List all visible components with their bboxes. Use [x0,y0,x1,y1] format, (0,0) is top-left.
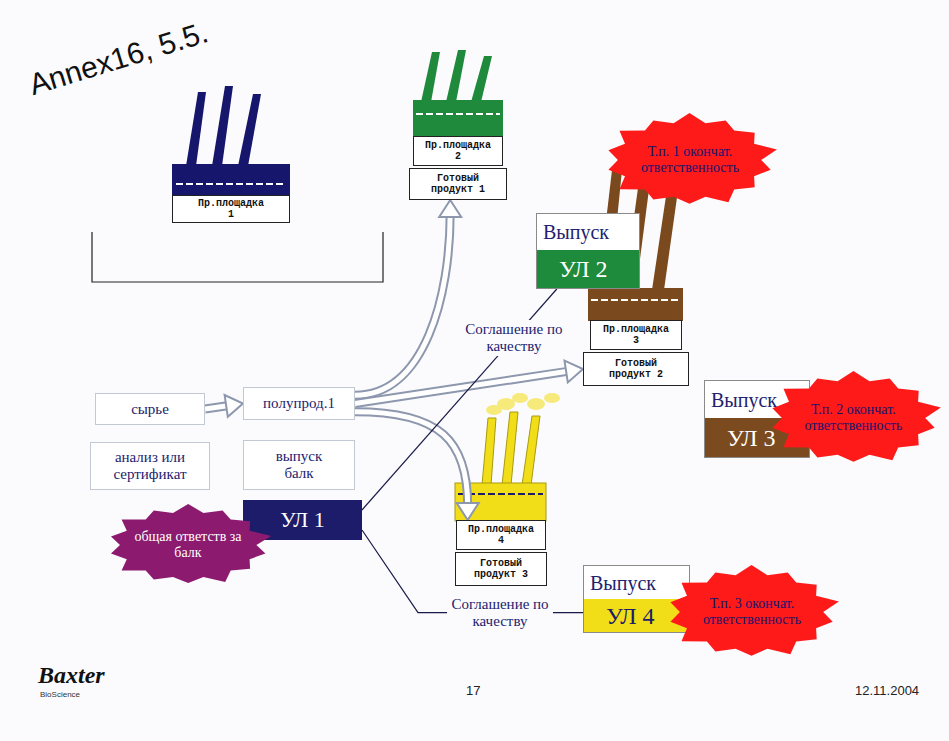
release-header: Выпуск [584,566,689,599]
connector [355,361,583,404]
arrowhead [225,395,243,417]
smoke [527,398,545,410]
starburst-outline [772,371,940,462]
date-text: 12.11.2004 [855,683,919,698]
chimney [238,94,261,166]
node-text: Готовый продукт 1 [418,173,498,195]
node-text: Выпуск [711,389,777,411]
process-box: сырье [95,393,205,425]
node-text: Пр.площадка 2 [423,140,493,162]
node-text: УЛ 3 [727,425,776,451]
node-text: Пр.площадка 1 [196,198,266,220]
logo-text: Baxter [38,662,105,688]
edge-label: Соглашение по качеству [461,320,567,356]
node-text: Т.п. 1 окончат. ответственность [631,144,749,176]
node-text: анализ или сертификат [91,449,209,483]
node-text: Т.п. 2 окончат. ответственность [794,402,912,434]
chimney [482,418,496,485]
site-box: Пр.площадка 2 [413,136,503,166]
chimney [186,92,206,166]
arrowhead [457,503,479,520]
starburst: Т.п. 1 окончат. ответственность [599,112,780,208]
node-text: Готовый продукт 3 [461,558,541,580]
smoke [544,393,560,403]
process-box: анализ или сертификат [90,442,210,490]
node-text: выпуск балк [269,448,329,482]
process-box: полупрод.1 [243,387,355,420]
starburst-outline [609,113,777,204]
arrow-body [355,371,569,403]
node-text: УЛ 4 [606,603,655,629]
node-text: Выпуск [590,572,656,594]
arrow-outline [355,214,450,395]
node-text: УЛ 1 [280,508,325,532]
site-box: Пр.площадка 4 [456,520,546,550]
node-text: Выпуск [543,221,609,243]
arrow-body [355,412,468,506]
chimney [421,52,440,102]
factory-2 [413,50,503,137]
dashed-line [416,113,500,115]
arrowhead [439,200,461,217]
smoke [497,398,515,410]
smoke [512,393,528,403]
slide-title: Annex16, 5.5. [25,15,212,102]
product-box: Готовый продукт 2 [583,352,689,386]
dashed-line [591,299,680,301]
starburst: Т.п. 3 окончат. ответственность [661,564,842,660]
node-text: Пр.площадка 3 [601,324,671,346]
node-text: сырье [131,401,169,418]
factory-1 [172,86,290,196]
product-box: Готовый продукт 3 [455,552,547,586]
starburst-outline [111,504,271,583]
node-text: УЛ 2 [559,256,608,282]
factory-body [588,288,683,321]
release-box: Выпуск УЛ 2 [536,213,640,289]
chimney [471,56,492,102]
node-text: полупрод.1 [263,395,335,412]
starburst-outline [671,565,839,656]
node-text: Пр.площадка 4 [466,524,536,546]
release-header: Выпуск [537,214,639,250]
node-text: общая ответств за балк [132,529,244,561]
arrow-outline [355,412,468,506]
chimney [446,50,466,102]
site-box: Пр.площадка 1 [172,195,290,223]
node-text: Т.п. 3 окончат. ответственность [693,596,811,628]
page-number: 17 [466,683,480,698]
site-box: Пр.площадка 3 [590,320,682,350]
chimney [212,86,233,166]
chimney [502,412,518,485]
factory-body [413,100,503,137]
product-box: Готовый продукт 1 [409,168,507,200]
process-box: выпуск балк [243,440,355,490]
edge-label: Соглашение по качеству [447,595,553,631]
chimney [522,416,540,485]
arrow-outline [355,371,569,403]
release-band: УЛ 2 [537,250,639,288]
factory-body [172,164,290,196]
node-text: Готовый продукт 2 [596,358,676,380]
logo-subtitle: BioScience [40,690,80,700]
connector [355,200,461,395]
connector [205,395,243,417]
arrowhead [565,361,584,383]
connector [355,412,479,520]
bracket [92,232,383,282]
dashed-line [176,183,286,185]
starburst: Т.п. 2 окончат. ответственность [763,370,944,466]
starburst: общая ответств за балк [102,503,274,587]
arrow-body [355,214,450,395]
